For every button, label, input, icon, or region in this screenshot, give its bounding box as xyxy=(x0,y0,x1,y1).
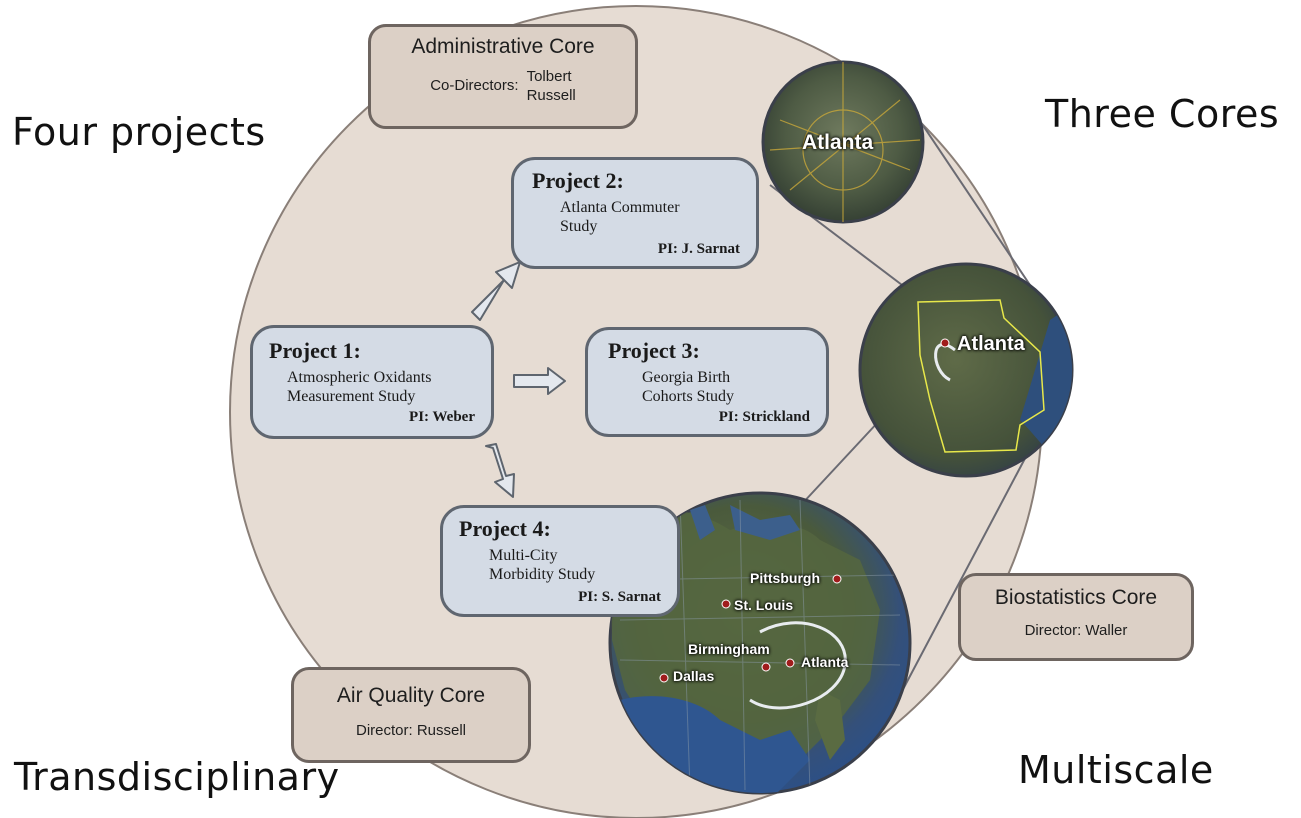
project-2-box: Project 2: Atlanta Commuter Study PI: J.… xyxy=(511,157,759,269)
codirectors-label: Co-Directors: xyxy=(430,77,519,94)
project-desc-line: Georgia Birth xyxy=(642,369,731,386)
project-4-box: Project 4: Multi-City Morbidity Study PI… xyxy=(440,505,680,617)
project-desc-line: Cohorts Study xyxy=(642,388,735,405)
project-title: Project 4: xyxy=(459,516,551,541)
city-marker-pittsburgh xyxy=(832,574,842,584)
label-four-projects: Four projects xyxy=(12,110,266,154)
air-quality-core-box: Air Quality Core Director: Russell xyxy=(291,667,531,763)
administrative-core-box: Administrative Core Co-Directors: Tolber… xyxy=(368,24,638,129)
project-desc-line: Study xyxy=(560,218,598,235)
project-desc-line: Multi-City xyxy=(489,547,558,564)
project-pi: PI: S. Sarnat xyxy=(578,589,661,605)
project-3-box: Project 3: Georgia Birth Cohorts Study P… xyxy=(585,327,829,437)
project-title: Project 3: xyxy=(608,338,700,363)
city-label-stlouis: St. Louis xyxy=(734,597,794,613)
label-multiscale: Multiscale xyxy=(1018,748,1214,792)
project-pi: PI: Weber xyxy=(409,409,475,425)
city-label-atlanta: Atlanta xyxy=(801,654,849,670)
city-label-birmingham: Birmingham xyxy=(688,641,770,657)
project-pi: PI: J. Sarnat xyxy=(657,241,740,257)
city-marker-dallas xyxy=(659,673,669,683)
label-transdisciplinary: Transdisciplinary xyxy=(14,755,340,799)
project-description: Georgia Birth Cohorts Study xyxy=(642,368,734,406)
biostatistics-core-director: Director: Waller xyxy=(1024,622,1128,639)
arrow-to-project-2 xyxy=(471,261,521,321)
air-quality-core-director: Director: Russell xyxy=(355,722,467,739)
project-title: Project 1: xyxy=(269,338,361,363)
project-description: Atlanta Commuter Study xyxy=(560,198,680,236)
project-description: Multi-City Morbidity Study xyxy=(489,546,595,584)
project-1-box: Project 1: Atmospheric Oxidants Measurem… xyxy=(250,325,494,439)
air-quality-core-title: Air Quality Core xyxy=(336,684,486,707)
city-label-dallas: Dallas xyxy=(673,668,715,684)
arrow-to-project-3 xyxy=(513,367,566,395)
arrow-to-project-4 xyxy=(485,443,515,498)
administrative-core-title: Administrative Core xyxy=(411,35,595,58)
city-marker-atlanta-region xyxy=(785,658,795,668)
city-marker-atlanta-state xyxy=(940,338,950,348)
project-pi: PI: Strickland xyxy=(718,409,810,425)
project-description: Atmospheric Oxidants Measurement Study xyxy=(287,368,431,406)
city-marker-stlouis xyxy=(721,599,731,609)
label-three-cores: Three Cores xyxy=(1045,92,1280,136)
zoom-connectors xyxy=(769,117,1041,696)
project-desc-line: Measurement Study xyxy=(287,388,416,405)
city-marker-birmingham xyxy=(761,662,771,672)
project-desc-line: Atmospheric Oxidants xyxy=(287,369,432,386)
project-desc-line: Atlanta Commuter xyxy=(560,199,680,216)
city-label-pittsburgh: Pittsburgh xyxy=(750,570,820,586)
codirector-name: Russell xyxy=(526,87,576,104)
codirector-name: Tolbert xyxy=(526,68,572,85)
state-map xyxy=(858,262,1074,478)
biostatistics-core-box: Biostatistics Core Director: Waller xyxy=(958,573,1194,661)
state-map-label: Atlanta xyxy=(957,333,1025,355)
project-desc-line: Morbidity Study xyxy=(489,566,596,583)
city-map xyxy=(761,60,925,224)
biostatistics-core-title: Biostatistics Core xyxy=(994,586,1158,609)
project-title: Project 2: xyxy=(532,168,624,193)
city-map-label: Atlanta xyxy=(802,131,874,154)
